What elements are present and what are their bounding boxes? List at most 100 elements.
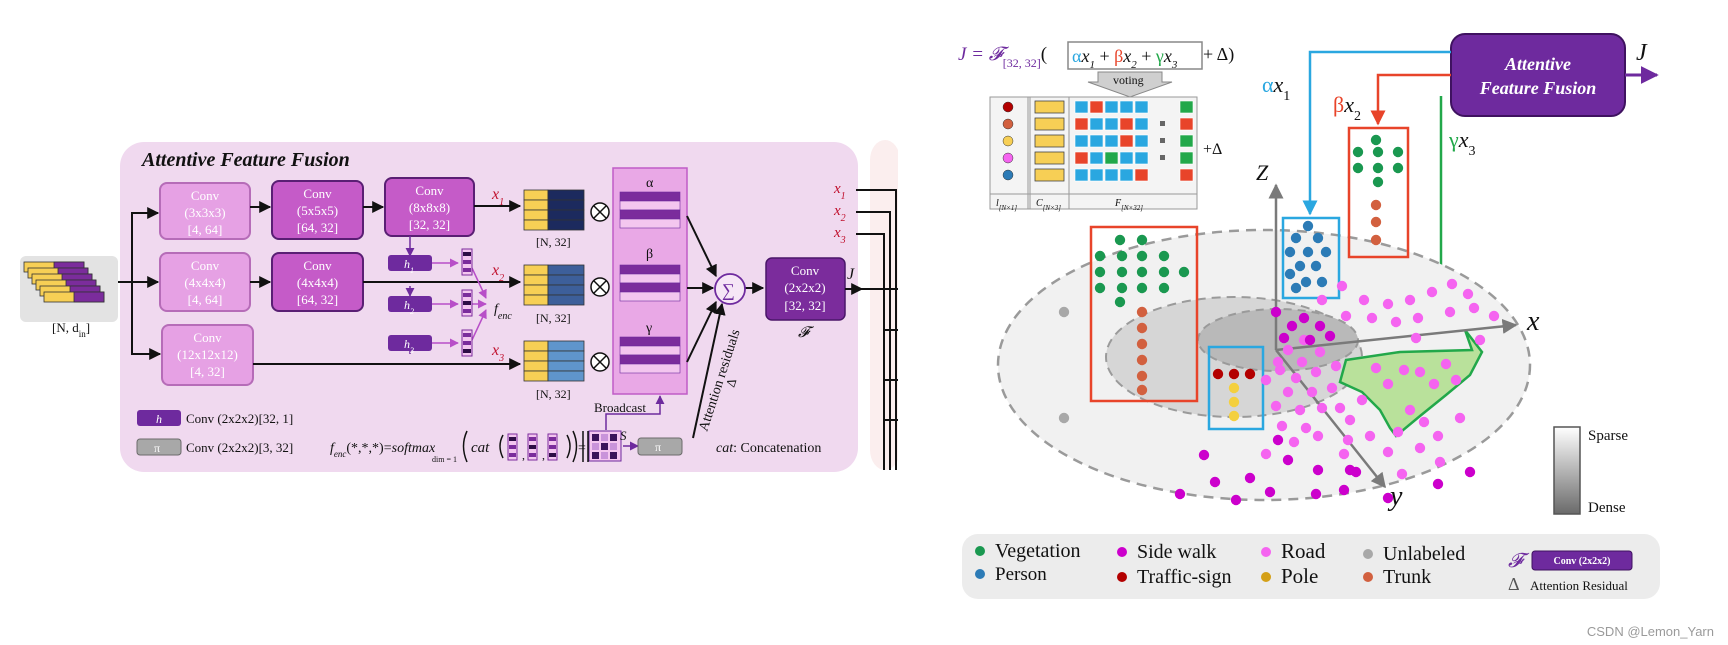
legend-swatch — [1261, 572, 1271, 582]
point-134 — [1058, 306, 1070, 318]
legend-swatch — [1363, 549, 1373, 559]
conv-block-1-line-3: [4, 64] — [188, 222, 223, 237]
svg-text:h1: h1 — [404, 257, 414, 275]
point-28 — [1294, 260, 1306, 272]
left-panel: Attentive Feature Fusion [N, din] Conv(3… — [20, 130, 912, 490]
left-cluster-box — [1089, 225, 1199, 403]
aff-J-label: J — [1636, 40, 1648, 66]
point-1 — [1136, 234, 1148, 246]
conv-block-4-line-2: (4x4x4) — [184, 275, 225, 290]
point-69 — [1356, 394, 1368, 406]
S-label: S — [620, 428, 627, 443]
legend-label: Vegetation — [995, 540, 1081, 562]
conv-block-3-line-2: (8x8x8) — [409, 200, 450, 215]
point-110 — [1450, 374, 1462, 386]
point-11 — [1094, 282, 1106, 294]
point-130 — [1174, 488, 1186, 500]
point-40 — [1392, 162, 1404, 174]
point-118 — [1282, 454, 1294, 466]
point-105 — [1382, 378, 1394, 390]
alpha-branch-arrow — [1302, 50, 1451, 216]
conv-block-1-line-2: (3x3x3) — [184, 205, 225, 220]
point-93 — [1446, 278, 1458, 290]
conv-block-3: Conv(8x8x8)[32, 32] — [384, 177, 475, 237]
point-127 — [1244, 472, 1256, 484]
point-29 — [1310, 260, 1322, 272]
point-133 — [1344, 464, 1356, 476]
point-131 — [1230, 494, 1242, 506]
point-132 — [1272, 434, 1284, 446]
weight-strip-3 — [619, 336, 681, 374]
conv-block-2-line-1: Conv — [303, 186, 332, 201]
point-6 — [1094, 266, 1106, 278]
point-42 — [1370, 199, 1382, 211]
legend-swatch — [975, 546, 985, 556]
point-95 — [1340, 310, 1352, 322]
svg-text:(2x2x2): (2x2x2) — [784, 280, 825, 295]
point-25 — [1284, 246, 1296, 258]
point-44 — [1370, 234, 1382, 246]
x-axis-label: x — [1526, 306, 1540, 337]
fenc-strip-2 — [461, 289, 473, 317]
point-86 — [1272, 356, 1284, 368]
point-94 — [1462, 288, 1474, 300]
alpha-x1-label: αx1 — [1262, 72, 1290, 104]
point-135 — [1058, 412, 1070, 424]
x2-label-left: x2 — [491, 262, 504, 284]
conv-chain-arrows — [250, 200, 522, 370]
point-117 — [1324, 330, 1336, 342]
svg-text:h3: h3 — [404, 337, 414, 355]
l-matrix-label: l[N×1] — [996, 198, 1017, 212]
point-109 — [1428, 378, 1440, 390]
point-124 — [1432, 478, 1444, 490]
h3-block: h3 — [388, 335, 432, 355]
legend-delta-text: Attention Residual — [1530, 578, 1628, 593]
conv-block-3-line-3: [32, 32] — [409, 217, 450, 232]
h1-block: h1 — [388, 255, 432, 275]
legend-label: Side walk — [1137, 541, 1216, 563]
conv-block-6-line-2: (12x12x12) — [177, 347, 238, 362]
x3-label-right: x3 — [833, 225, 846, 246]
input-point-stack — [20, 256, 118, 322]
point-4 — [1136, 250, 1148, 262]
point-48 — [1228, 382, 1240, 394]
y-axis-label: y — [1387, 481, 1403, 512]
crop-mask — [898, 130, 912, 490]
legend-entry-side-walk: Side walk — [1117, 541, 1216, 563]
legend-swatch — [975, 569, 985, 579]
legend-swatch — [1117, 572, 1127, 582]
point-72 — [1404, 404, 1416, 416]
legend-swatch — [1261, 547, 1271, 557]
svg-text:h2: h2 — [404, 298, 414, 316]
feature-block-1 — [523, 189, 585, 231]
softmax-output-group: π Broadcast S — [588, 395, 683, 462]
beta-x2-label: βx2 — [1333, 92, 1361, 124]
point-7 — [1116, 266, 1128, 278]
x2-label-right: x2 — [833, 203, 846, 224]
point-56 — [1290, 372, 1302, 384]
point-55 — [1274, 364, 1286, 376]
point-62 — [1270, 400, 1282, 412]
conv-block-2: Conv (5x5x5) [64, 32] — [271, 180, 364, 240]
point-cloud — [1058, 134, 1500, 506]
svg-text:π: π — [154, 441, 160, 455]
conv-block-2-line-2: (5x5x5) — [297, 203, 338, 218]
point-59 — [1282, 386, 1294, 398]
conv-block-6-line-1: Conv — [193, 330, 222, 345]
fenc-formula: fenc(*,*,*)=softmax dim = 1 cat ,, = — [330, 430, 589, 464]
point-17 — [1136, 322, 1148, 334]
conv-block-2-line-3: [64, 32] — [297, 220, 338, 235]
point-80 — [1396, 468, 1408, 480]
point-27 — [1320, 246, 1332, 258]
point-10 — [1178, 266, 1190, 278]
point-92 — [1426, 286, 1438, 298]
pi-node-label: π — [655, 440, 661, 454]
point-121 — [1338, 484, 1350, 496]
z-axis-label: Z — [1256, 160, 1269, 185]
point-16 — [1136, 306, 1148, 318]
legend-entry-pole: Pole — [1261, 564, 1318, 588]
legend-F-conv: Conv (2x2x2) — [1554, 556, 1611, 567]
point-54 — [1296, 356, 1308, 368]
